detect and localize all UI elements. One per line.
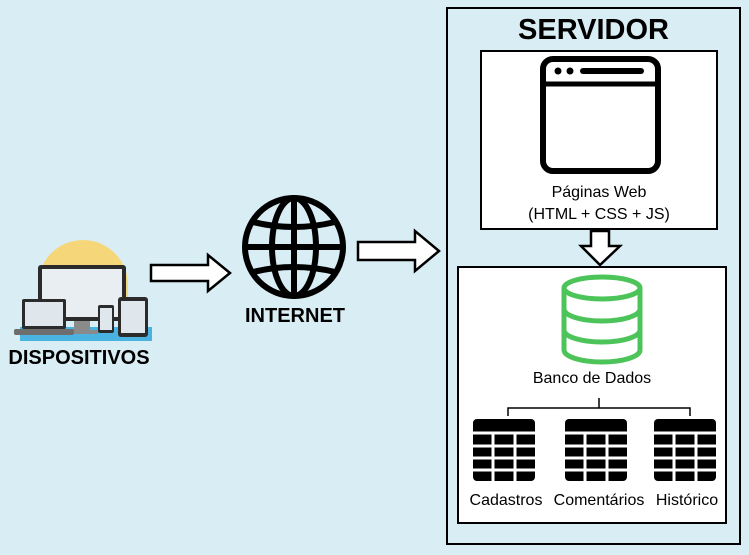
tables-bracket [507, 398, 691, 416]
table-label-historico: Histórico [655, 492, 719, 509]
devices-group: DISPOSITIVOS [0, 225, 160, 375]
server-title: SERVIDOR [518, 14, 669, 46]
table-label-comentarios: Comentários [553, 492, 645, 509]
database-icon [561, 274, 643, 365]
devices-label: DISPOSITIVOS [8, 347, 150, 369]
table-label-cadastros: Cadastros [469, 492, 543, 509]
arrow-web-to-database [578, 229, 624, 267]
table-icon [472, 419, 536, 482]
globe-icon [242, 195, 346, 299]
devices-icon [14, 240, 152, 341]
web-pages-label-1: Páginas Web [551, 184, 647, 201]
server-box [446, 7, 741, 545]
web-pages-label-2: (HTML + CSS + JS) [528, 206, 670, 223]
table-icon [564, 419, 628, 482]
arrow-devices-to-internet [149, 252, 232, 294]
table-icon [653, 419, 717, 482]
database-label: Banco de Dados [532, 370, 652, 387]
internet-label: INTERNET [245, 305, 345, 327]
arrow-internet-to-server [356, 228, 441, 274]
browser-window-icon [540, 56, 661, 174]
